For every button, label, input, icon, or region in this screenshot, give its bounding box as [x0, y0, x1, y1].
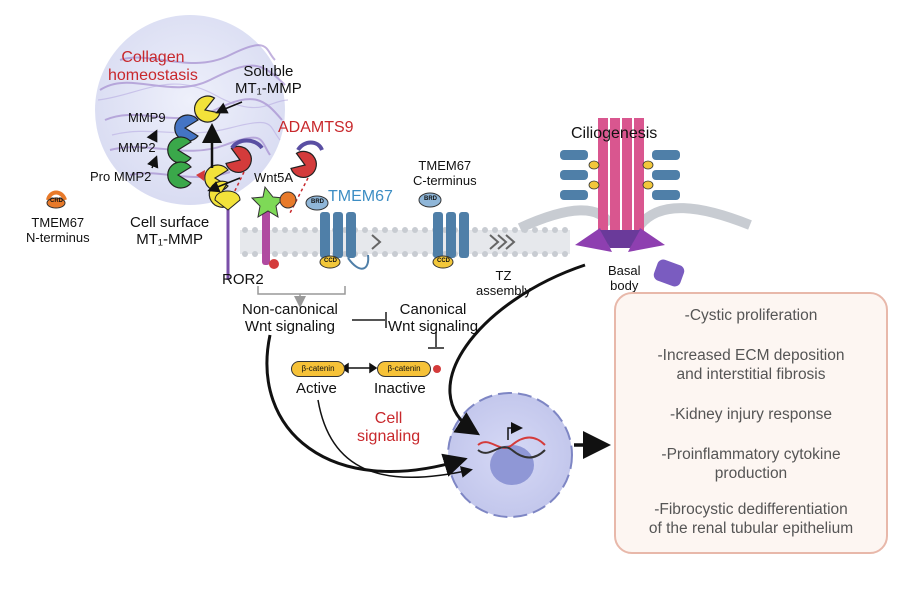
tmem67-n-terminus-label: TMEM67 N-terminus [26, 215, 90, 245]
tz-assembly-label: TZ assembly [476, 268, 531, 298]
outcome-item: -Cystic proliferation [684, 307, 818, 324]
tmem67-n-fragment [46, 190, 67, 209]
beta-catenin-inactive-pill: β-catenin [377, 361, 431, 377]
canonical-wnt-label: Canonical Wnt signaling [388, 301, 479, 336]
outcome-item: -Proinflammatory cytokine production [661, 446, 841, 482]
ciliogenesis-label: Ciliogenesis [571, 125, 658, 142]
adamts9-label: ADAMTS9 [278, 119, 354, 136]
ccd-tag-left: CCD [324, 258, 337, 264]
wnt5a-label: Wnt5A [254, 170, 294, 185]
mmp9-label: MMP9 [128, 110, 166, 125]
cell-signaling-label: Cell signaling [357, 410, 421, 446]
brd-tag-middle: BRD [424, 196, 437, 202]
mmp2-label: MMP2 [118, 140, 156, 155]
outcomes-box: -Cystic proliferation -Increased ECM dep… [614, 292, 888, 554]
brd-tag-left: BRD [311, 199, 324, 205]
tmem67-receptor-middle [418, 192, 469, 269]
cell-membrane [240, 227, 570, 257]
active-label: Active [296, 380, 337, 397]
ror2-label: ROR2 [222, 271, 264, 288]
collagen-homeostasis-label: Collagen homeostasis [108, 49, 198, 85]
crd-tag: CRD [50, 198, 63, 204]
ccd-tag-middle: CCD [437, 258, 450, 264]
outcome-item: -Kidney injury response [670, 406, 832, 423]
beta-catenin-active-pill: β-catenin [291, 361, 345, 377]
ror2-receptor [214, 185, 297, 280]
basal-body-label: Basal body [608, 263, 641, 293]
cell-surface-mmp-label: Cell surface MT₁-MMP [130, 214, 210, 249]
noncanonical-wnt-label: Non-canonical Wnt signaling [242, 301, 338, 336]
inactive-label: Inactive [374, 380, 426, 397]
outcome-item: -Fibrocystic dedifferentiation of the re… [648, 501, 854, 537]
tmem67-c-terminus-label: TMEM67 C-terminus [413, 158, 477, 188]
tmem67-label: TMEM67 [328, 188, 393, 205]
outcome-item: -Increased ECM deposition and interstiti… [657, 347, 845, 383]
tmem67-receptor-left [305, 195, 370, 270]
cilium-structure [517, 118, 752, 287]
target-cell [447, 392, 573, 518]
soluble-mmp-label: Soluble MT₁-MMP [235, 63, 302, 98]
signaling-bracket [257, 286, 346, 308]
pro-mmp2-label: Pro MMP2 [90, 169, 152, 184]
